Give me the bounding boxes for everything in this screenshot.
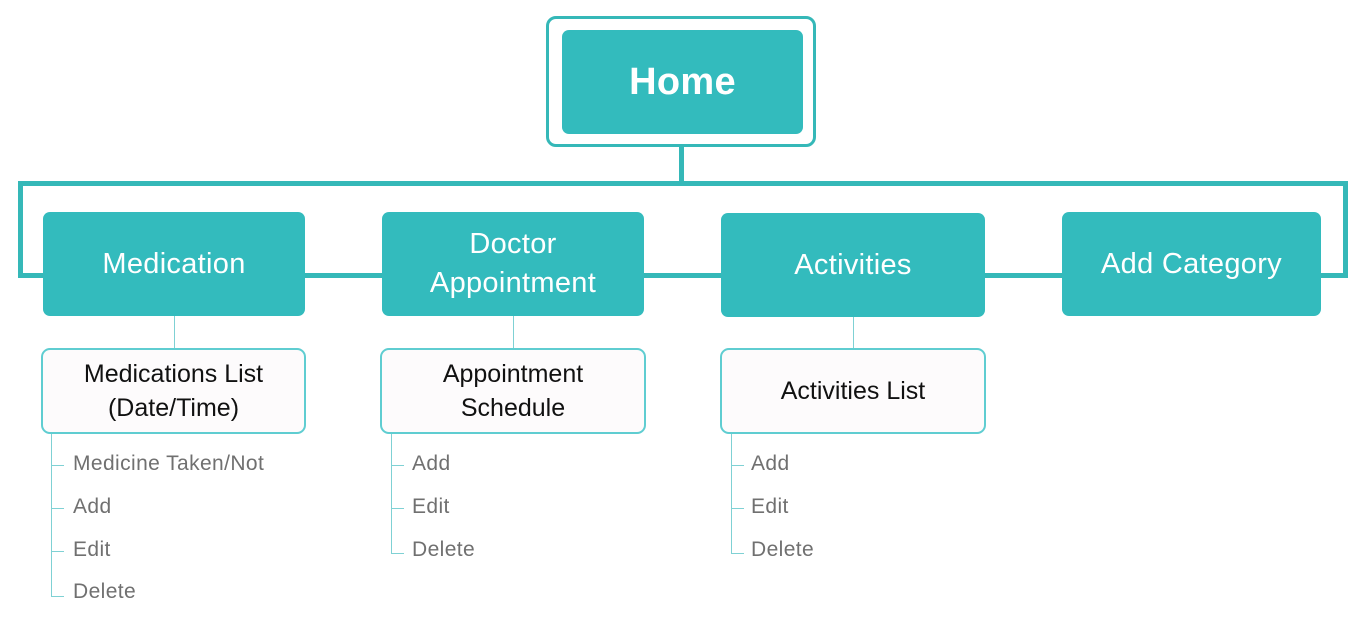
- sub-appointment-schedule[interactable]: Appointment Schedule: [380, 348, 646, 434]
- activities-stem: [853, 317, 854, 348]
- leaf-tick: [731, 553, 744, 554]
- category-activities-label: Activities: [794, 248, 912, 281]
- sub-medications-list-label: Medications List (Date/Time): [83, 360, 264, 422]
- leaf-activities-add[interactable]: Add: [751, 452, 790, 475]
- home-stem: [679, 146, 684, 184]
- appointment-stem: [513, 316, 514, 348]
- leaf-activities-delete[interactable]: Delete: [751, 538, 815, 561]
- leaf-tick: [731, 465, 744, 466]
- category-add-category-label: Add Category: [1101, 247, 1282, 280]
- leaf-medication-delete[interactable]: Delete: [73, 580, 137, 603]
- leaf-tick: [391, 553, 404, 554]
- category-bus-left: [18, 181, 23, 278]
- leaf-medicine-taken[interactable]: Medicine Taken/Not: [73, 452, 265, 475]
- category-medication[interactable]: Medication: [43, 212, 305, 316]
- leaf-tick: [731, 508, 744, 509]
- category-bus-right: [1343, 181, 1348, 278]
- category-medication-label: Medication: [102, 247, 246, 280]
- leaf-activities-edit[interactable]: Edit: [751, 495, 789, 518]
- leaf-tick: [391, 465, 404, 466]
- sub-activities-list-label: Activities List: [780, 377, 926, 405]
- home-node[interactable]: Home: [562, 30, 803, 134]
- category-doctor-appointment[interactable]: Doctor Appointment: [382, 212, 644, 316]
- leaf-medication-edit[interactable]: Edit: [73, 538, 111, 561]
- medication-stem: [174, 316, 175, 348]
- category-bus-bottom: [18, 273, 1348, 278]
- leaf-appointment-edit[interactable]: Edit: [412, 495, 450, 518]
- leaf-tick: [51, 508, 64, 509]
- leaf-appointment-add[interactable]: Add: [412, 452, 451, 475]
- appointment-leaf-spine: [391, 434, 392, 554]
- activities-leaf-spine: [731, 434, 732, 554]
- leaf-appointment-delete[interactable]: Delete: [412, 538, 476, 561]
- leaf-tick: [391, 508, 404, 509]
- leaf-medication-add[interactable]: Add: [73, 495, 112, 518]
- sub-medications-list[interactable]: Medications List (Date/Time): [41, 348, 306, 434]
- leaf-tick: [51, 465, 64, 466]
- category-add-category[interactable]: Add Category: [1062, 212, 1321, 316]
- medication-leaf-spine: [51, 434, 52, 597]
- leaf-tick: [51, 596, 64, 597]
- category-activities[interactable]: Activities: [721, 213, 985, 317]
- home-label: Home: [629, 60, 736, 103]
- category-bus-top: [18, 181, 1348, 186]
- leaf-tick: [51, 551, 64, 552]
- category-doctor-appointment-label: Doctor Appointment: [429, 228, 597, 299]
- sub-appointment-schedule-label: Appointment Schedule: [442, 360, 584, 422]
- sub-activities-list[interactable]: Activities List: [720, 348, 986, 434]
